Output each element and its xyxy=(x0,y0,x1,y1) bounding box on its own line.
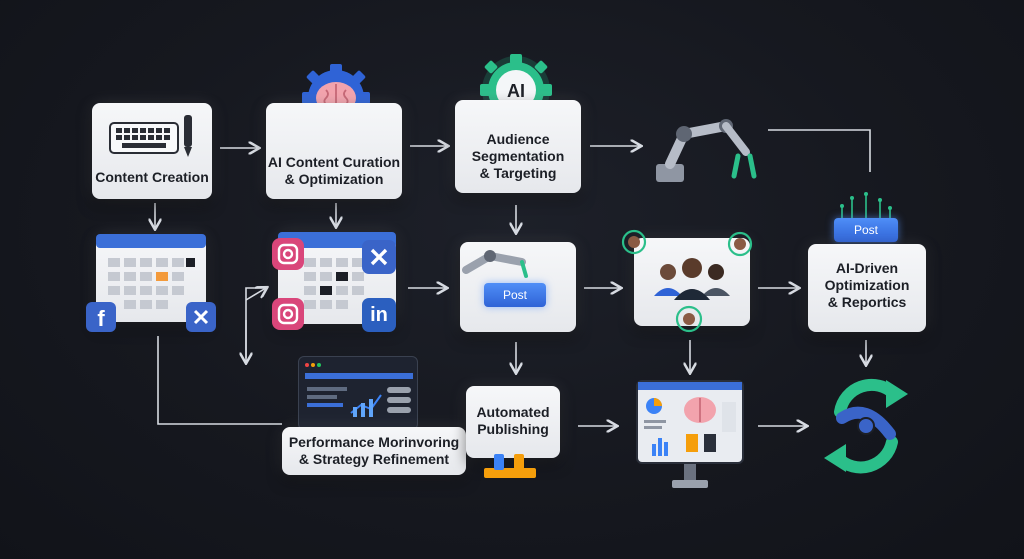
keyboard-icon xyxy=(109,122,179,154)
automated-publishing-card[interactable]: Automated Publishing xyxy=(466,386,560,458)
audience-group-card xyxy=(634,238,750,326)
x-icon[interactable] xyxy=(186,302,216,332)
cycle-icon xyxy=(824,378,908,474)
dashboard-icon xyxy=(298,356,418,430)
node-label-ai-driven: AI-Driven Optimization & Reportics xyxy=(824,260,910,310)
node-label-performance: Performance Morinvoring & Strategy Refin… xyxy=(288,434,460,467)
monitor-icon xyxy=(636,380,744,464)
linkedin-icon[interactable]: in xyxy=(362,298,396,332)
report-circuit-icon xyxy=(840,192,892,226)
arrow-loop-left-up xyxy=(245,288,266,301)
audience-group-icon xyxy=(654,258,730,300)
target-icon xyxy=(727,231,753,257)
calendar-icon xyxy=(96,234,206,309)
instagram-icon[interactable] xyxy=(272,238,304,270)
node-label-automated-publishing: Automated Publishing xyxy=(476,404,550,437)
instagram-icon[interactable] xyxy=(272,298,304,330)
audience-segmentation-card[interactable]: Audience Segmentation & Targeting xyxy=(455,100,581,193)
post-button[interactable]: Post xyxy=(484,283,546,307)
ai-curation-card[interactable]: AI Content Curation & Optimization xyxy=(266,103,402,199)
ai-chip-label: AI xyxy=(507,81,525,101)
ai-driven-card[interactable]: AI-Driven Optimization & Reportics xyxy=(808,244,926,332)
arrow-top-to-ai-driven xyxy=(768,129,871,172)
target-icon xyxy=(621,229,647,255)
robot-arm-icon xyxy=(462,250,528,278)
node-label-audience: Audience Segmentation & Targeting xyxy=(471,131,565,181)
node-label-ai-curation: AI Content Curation & Optimization xyxy=(267,154,401,187)
publishing-robot-icon xyxy=(484,454,536,478)
pen-icon xyxy=(184,115,192,157)
node-label-content-creation: Content Creation xyxy=(95,169,209,185)
robot-arm-icon xyxy=(656,119,757,182)
facebook-icon[interactable]: f xyxy=(86,302,116,332)
monitor-stand-icon xyxy=(672,464,708,488)
post-report-button[interactable]: Post xyxy=(834,218,898,242)
performance-card[interactable]: Performance Morinvoring & Strategy Refin… xyxy=(282,427,466,475)
svg-text:f: f xyxy=(97,306,105,331)
target-icon xyxy=(675,305,703,333)
x-icon[interactable] xyxy=(362,240,396,274)
arrow-creation-to-performance xyxy=(157,336,282,425)
content-creation-card[interactable]: Content Creation xyxy=(92,103,212,199)
